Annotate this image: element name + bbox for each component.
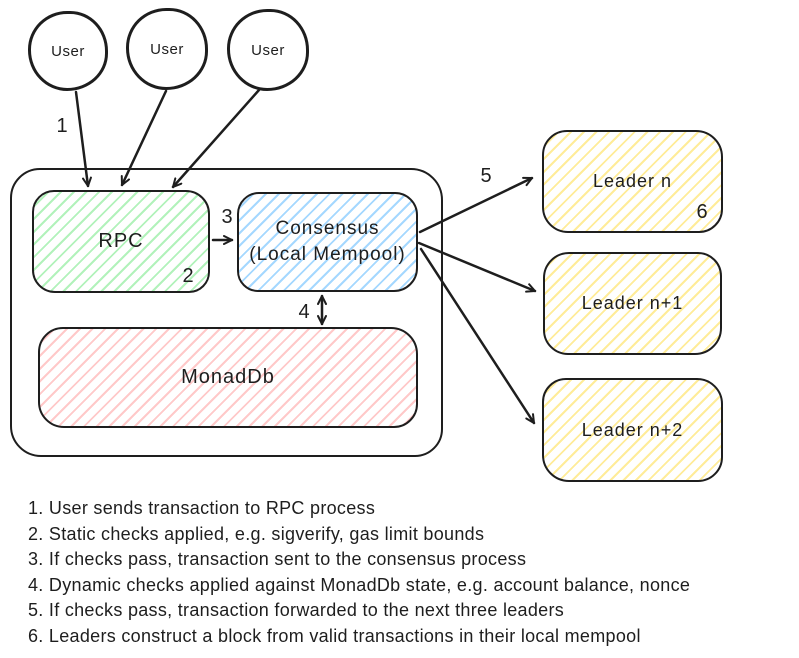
note-line-6: 6. Leaders construct a block from valid … — [28, 625, 641, 646]
consensus-node-label: Consensus (Local Mempool) — [249, 216, 406, 268]
consensus-node-label-line2: (Local Mempool) — [249, 244, 406, 265]
consensus-node-label-line1: Consensus — [275, 218, 380, 239]
step-marker-5: 5 — [480, 165, 492, 187]
step-marker-6: 6 — [696, 201, 708, 223]
leader-n2-node-label: Leader n+2 — [581, 419, 684, 440]
user-node-2: User — [126, 8, 208, 90]
note-line-5: 5. If checks pass, transaction forwarded… — [28, 600, 565, 620]
user-node-2-label: User — [150, 40, 184, 58]
notes-list: 1. User sends transaction to RPC process… — [28, 496, 794, 649]
note-line-4: 4. Dynamic checks applied against MonadD… — [28, 574, 691, 595]
step-marker-3: 3 — [221, 206, 233, 228]
rpc-node-label: RPC — [98, 230, 144, 252]
monaddb-node: MonadDb — [38, 327, 418, 428]
user-node-3: User — [227, 9, 309, 91]
leader-n1-node: Leader n+1 — [543, 252, 722, 355]
leader-n1-node-label: Leader n+1 — [581, 293, 684, 313]
step-marker-4: 4 — [298, 301, 310, 323]
step-marker-1: 1 — [56, 115, 68, 137]
leader-n-node: Leader n — [542, 130, 723, 233]
user-node-3-label: User — [251, 41, 285, 59]
note-line-1: 1. User sends transaction to RPC process — [28, 498, 376, 518]
user-node-1: User — [28, 11, 108, 91]
note-line-2: 2. Static checks applied, e.g. sigverify… — [28, 523, 485, 544]
monaddb-node-label: MonadDb — [181, 366, 275, 388]
user-node-1-label: User — [51, 42, 85, 60]
note-line-3: 3. If checks pass, transaction sent to t… — [28, 549, 527, 569]
consensus-node: Consensus (Local Mempool) — [237, 192, 418, 292]
rpc-node: RPC — [32, 190, 210, 293]
leader-n-node-label: Leader n — [592, 171, 673, 191]
leader-n2-node: Leader n+2 — [542, 378, 723, 482]
step-marker-2: 2 — [182, 265, 194, 287]
